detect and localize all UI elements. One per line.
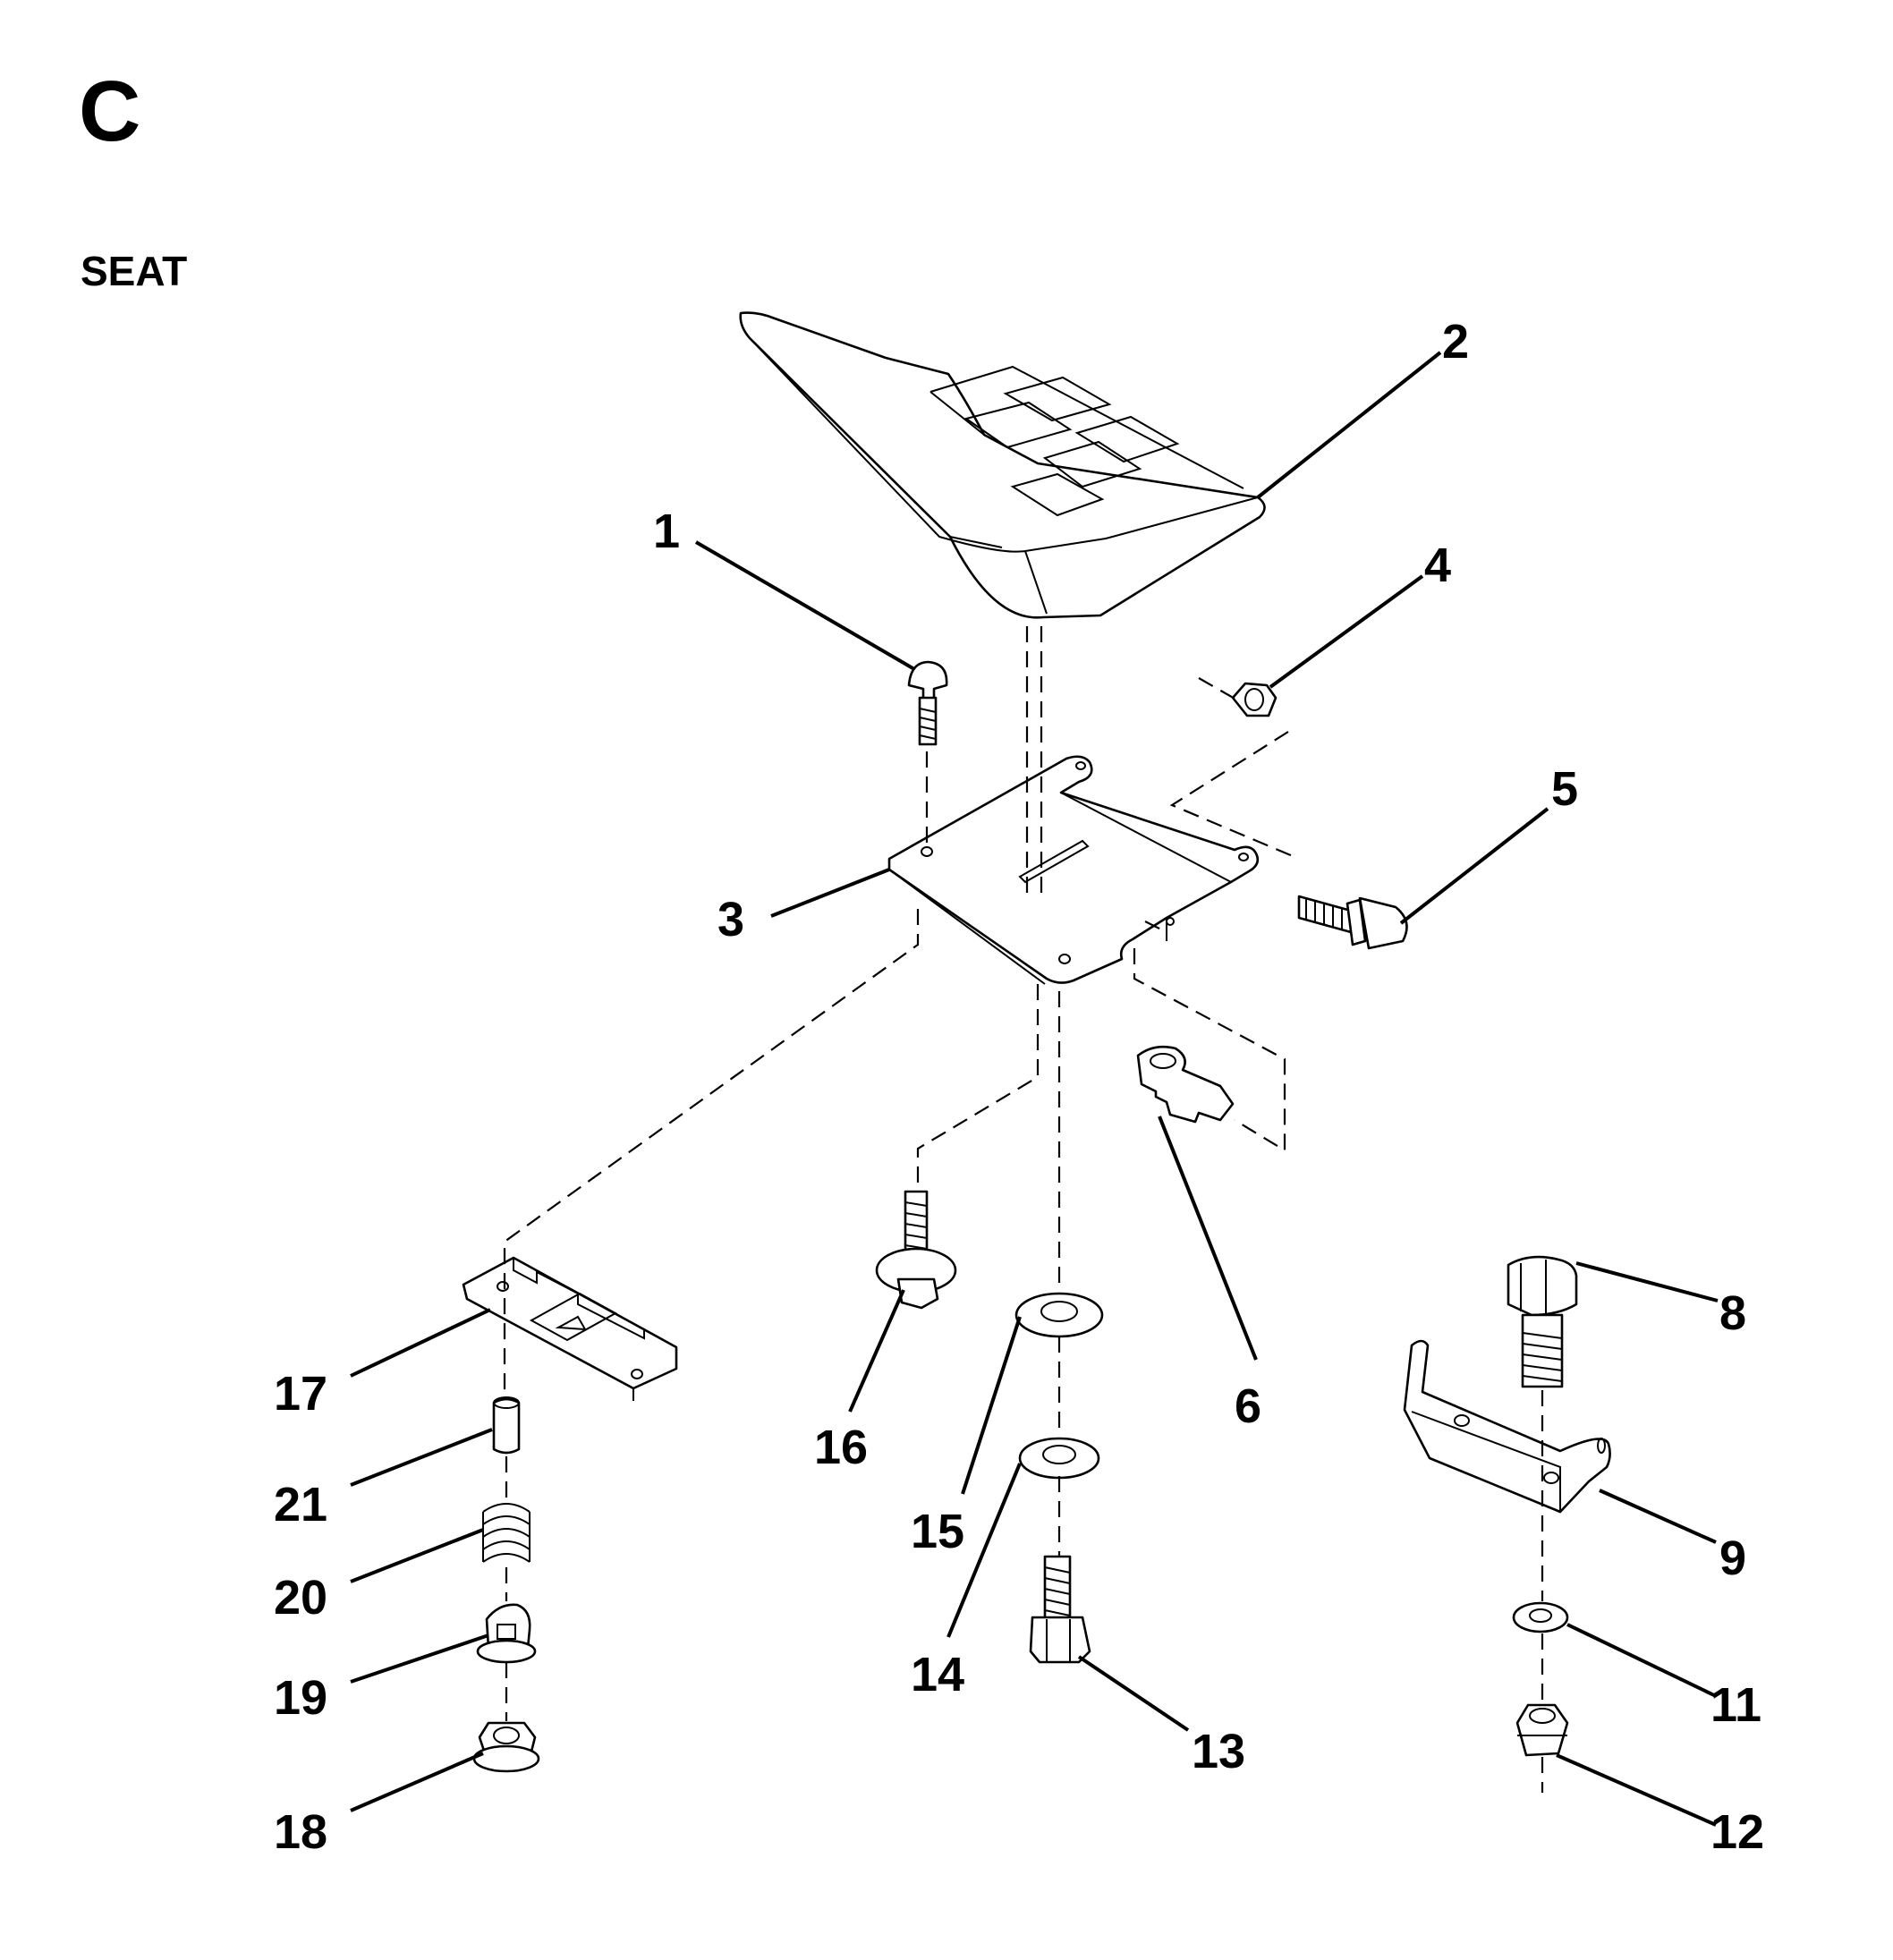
section-letter: C xyxy=(79,64,141,159)
spring-part xyxy=(482,1503,531,1563)
hex-bolt-part xyxy=(1507,1255,1578,1388)
callout-18: 18 xyxy=(274,1805,327,1859)
section-title: SEAT xyxy=(81,248,188,294)
callout-14: 14 xyxy=(911,1648,964,1701)
callout-4: 4 xyxy=(1424,539,1451,592)
screw-part xyxy=(1029,1555,1091,1664)
seat-part xyxy=(739,311,1266,619)
pin-part xyxy=(492,1396,521,1455)
callout-1: 1 xyxy=(653,505,680,558)
carriage-bolt-part xyxy=(907,660,948,746)
hex-nut-part xyxy=(1231,682,1278,717)
lock-washer-part xyxy=(1018,1437,1100,1480)
callout-labels: 1 2 3 4 5 6 8 9 11 12 13 14 15 16 17 18 … xyxy=(274,315,1764,1859)
leader-lines xyxy=(350,351,1719,1827)
assembly-lines xyxy=(503,626,1544,1793)
callout-13: 13 xyxy=(1192,1725,1245,1778)
flange-screw-part xyxy=(875,1190,957,1310)
flange-nut-part xyxy=(472,1721,540,1773)
callout-8: 8 xyxy=(1719,1286,1746,1340)
seat-pan-part xyxy=(887,755,1260,985)
callout-19: 19 xyxy=(274,1671,327,1725)
callout-6: 6 xyxy=(1235,1379,1261,1433)
callout-17: 17 xyxy=(274,1367,327,1421)
clip-part xyxy=(1136,1045,1235,1124)
lock-nut-part xyxy=(1515,1703,1569,1757)
callout-16: 16 xyxy=(814,1421,868,1474)
callout-20: 20 xyxy=(274,1571,327,1625)
callout-5: 5 xyxy=(1551,762,1578,816)
shoulder-bolt-part xyxy=(1297,895,1408,950)
callout-21: 21 xyxy=(274,1478,327,1532)
flat-washer-part xyxy=(1014,1292,1104,1338)
small-washer-part xyxy=(1512,1601,1569,1633)
callout-9: 9 xyxy=(1719,1532,1746,1585)
knob-part xyxy=(476,1603,537,1664)
callout-3: 3 xyxy=(717,893,744,946)
callout-15: 15 xyxy=(911,1505,964,1558)
slide-plate-part xyxy=(462,1256,678,1401)
callout-12: 12 xyxy=(1710,1805,1764,1859)
bracket-part xyxy=(1403,1339,1611,1514)
callout-2: 2 xyxy=(1442,315,1469,369)
callout-11: 11 xyxy=(1710,1678,1761,1732)
